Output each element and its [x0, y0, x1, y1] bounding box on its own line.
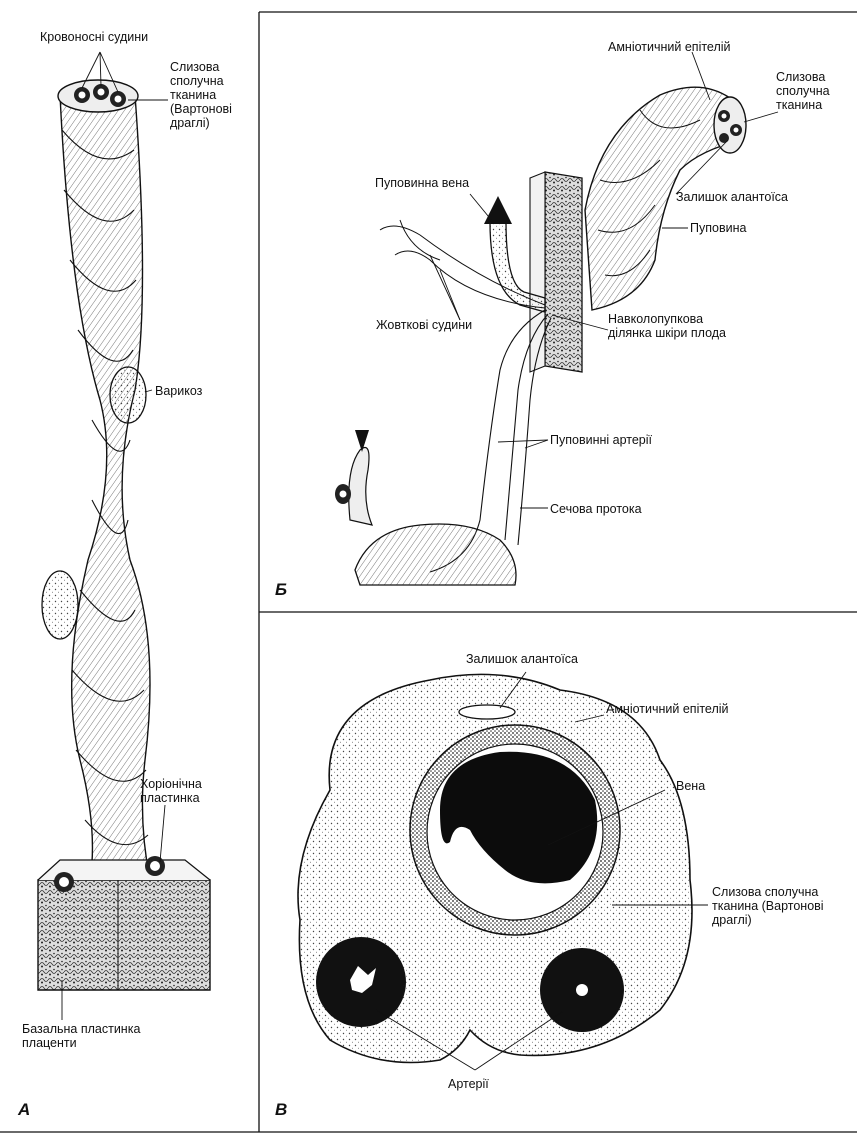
- label-c-vein: Вена: [676, 779, 706, 793]
- label-a-basal-plate: Базальна пластинка плаценти: [22, 1022, 141, 1050]
- label-a-varicose: Варикоз: [155, 384, 203, 398]
- label-b-periumbilical-skin: Навколопупкова ділянка шкіри плода: [608, 312, 727, 340]
- panel-a-letter: А: [18, 1100, 31, 1119]
- label-b-umbilical-arteries: Пуповинні артерії: [550, 433, 653, 447]
- panel-b-attachment: [335, 51, 779, 586]
- label-c-allantois-remnant: Залишок алантоїса: [466, 652, 579, 666]
- panel-c-letter: В: [275, 1100, 288, 1119]
- panel-dividers: [0, 11, 857, 1133]
- label-a-chorionic-plate: Хоріонічна пластинка: [140, 777, 202, 805]
- label-b-mucous-tissue: Слизова сполучна тканина: [776, 70, 830, 112]
- label-b-amniotic-epithelium: Амніотичний епітелій: [608, 40, 731, 54]
- label-b-vitelline-vessels: Жовткові судини: [376, 318, 473, 332]
- panel-a-cord: [37, 51, 211, 1020]
- label-b-allantois-remnant: Залишок алантоїса: [676, 190, 789, 204]
- label-c-arteries: Артерії: [448, 1077, 489, 1091]
- label-b-umbilical-vein: Пуповинна вена: [375, 176, 470, 190]
- label-c-amniotic-epithelium: Амніотичний епітелій: [606, 702, 729, 716]
- label-b-urachus: Сечова протока: [550, 502, 642, 516]
- label-a-mucous-tissue: Слизова сполучна тканина (Вартонові драг…: [170, 60, 232, 130]
- panel-c-cross-section: [297, 671, 708, 1071]
- label-b-umbilical-cord: Пуповина: [690, 221, 747, 235]
- label-c-mucous-tissue: Слизова сполучна тканина (Вартонові драг…: [712, 885, 824, 927]
- label-a-blood-vessels: Кровоносні судини: [40, 30, 149, 44]
- panel-b-letter: Б: [275, 580, 288, 599]
